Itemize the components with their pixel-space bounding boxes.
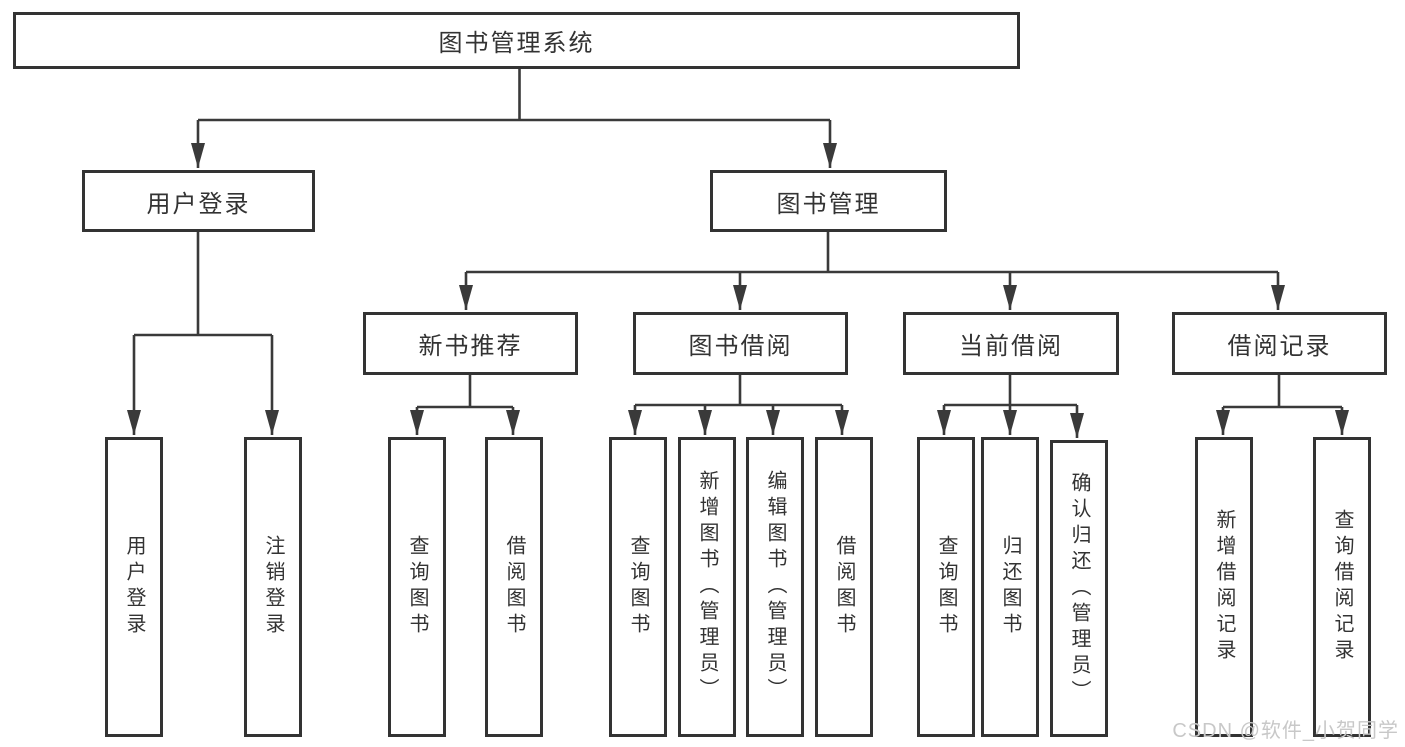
tree-bus-lines (134, 68, 1342, 409)
leaf-borrow-book-recommend-label: 借阅图书 (503, 535, 525, 639)
node-current-borrow: 当前借阅 (903, 312, 1119, 375)
node-book-management: 图书管理 (710, 170, 947, 232)
node-root-label: 图书管理系统 (438, 30, 595, 57)
leaf-query-borrow-record-label: 查询借阅记录 (1331, 509, 1353, 665)
leaf-logout: 注销登录 (244, 437, 302, 737)
leaf-add-borrow-record: 新增借阅记录 (1195, 437, 1253, 737)
leaf-borrow-book-label: 借阅图书 (833, 535, 855, 639)
leaf-edit-book-admin: 编辑图书（管理员） (746, 437, 804, 737)
node-new-book-recommend: 新书推荐 (363, 312, 578, 375)
node-new-book-recommend-label: 新书推荐 (418, 333, 523, 360)
leaf-confirm-return-admin: 确认归还（管理员） (1050, 440, 1108, 737)
node-current-borrow-label: 当前借阅 (959, 333, 1063, 360)
leaf-user-login: 用户登录 (105, 437, 163, 737)
node-user-login-label: 用户登录 (146, 190, 251, 218)
leaf-query-book-borrow-label: 查询图书 (627, 535, 649, 639)
leaf-query-book-current: 查询图书 (917, 437, 975, 737)
node-book-borrow: 图书借阅 (633, 312, 848, 375)
leaf-query-book-borrow: 查询图书 (609, 437, 667, 737)
node-borrow-records: 借阅记录 (1172, 312, 1387, 375)
leaf-query-book-recommend: 查询图书 (388, 437, 446, 737)
leaf-query-book-recommend-label: 查询图书 (406, 535, 428, 639)
node-book-borrow-label: 图书借阅 (688, 333, 793, 360)
node-borrow-records-label: 借阅记录 (1227, 333, 1332, 360)
leaf-add-book-admin-label: 新增图书（管理员） (696, 470, 718, 704)
leaf-logout-label: 注销登录 (262, 535, 284, 639)
leaf-confirm-return-admin-label: 确认归还（管理员） (1068, 471, 1090, 706)
leaf-edit-book-admin-label: 编辑图书（管理员） (764, 470, 786, 704)
leaf-borrow-book: 借阅图书 (815, 437, 873, 737)
leaf-add-borrow-record-label: 新增借阅记录 (1213, 509, 1235, 665)
node-book-management-label: 图书管理 (776, 190, 881, 218)
leaf-query-book-current-label: 查询图书 (935, 535, 957, 639)
leaf-user-login-label: 用户登录 (123, 535, 145, 639)
leaf-add-book-admin: 新增图书（管理员） (678, 437, 736, 737)
watermark: CSDN @软件_小贺同学 (1172, 720, 1399, 742)
node-root: 图书管理系统 (13, 12, 1020, 69)
leaf-borrow-book-recommend: 借阅图书 (485, 437, 543, 737)
node-user-login: 用户登录 (82, 170, 315, 232)
leaf-return-book-label: 归还图书 (999, 535, 1021, 639)
leaf-return-book: 归还图书 (981, 437, 1039, 737)
leaf-query-borrow-record: 查询借阅记录 (1313, 437, 1371, 737)
